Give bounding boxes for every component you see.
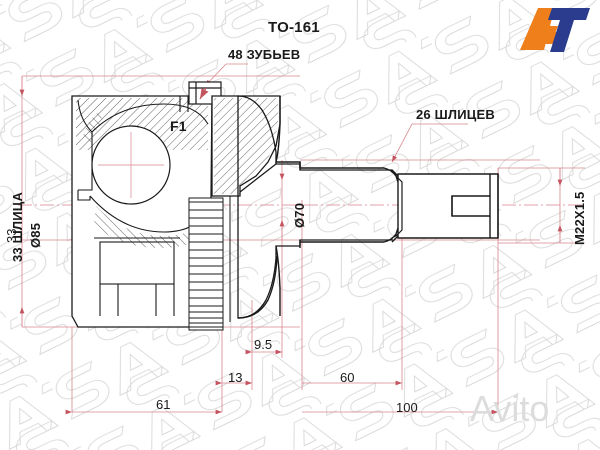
part-number-label: TO-161 — [268, 19, 320, 36]
dimension-len-60: 60 — [340, 370, 355, 385]
ball-center-mark — [98, 132, 164, 198]
outer-splines-callout: 26 ШЛИЦЕВ — [416, 107, 495, 122]
abs-teeth-callout: 48 ЗУБЬЕВ — [228, 47, 301, 62]
dimension-len-9p5: 9.5 — [254, 337, 273, 352]
face-marker-label: F1 — [170, 118, 187, 134]
avito-watermark-text: Avito — [470, 388, 550, 429]
threaded-stub — [391, 169, 499, 243]
cage-hatch — [82, 112, 208, 248]
shaft-bevel — [395, 175, 403, 237]
dimension-len-61: 61 — [156, 397, 171, 412]
dimension-len-100: 100 — [396, 400, 418, 415]
logo-letter-t — [548, 8, 590, 52]
shaft-outline — [237, 96, 399, 319]
dimension-len-13: 13 — [228, 370, 243, 385]
housing-hatch — [214, 98, 278, 194]
